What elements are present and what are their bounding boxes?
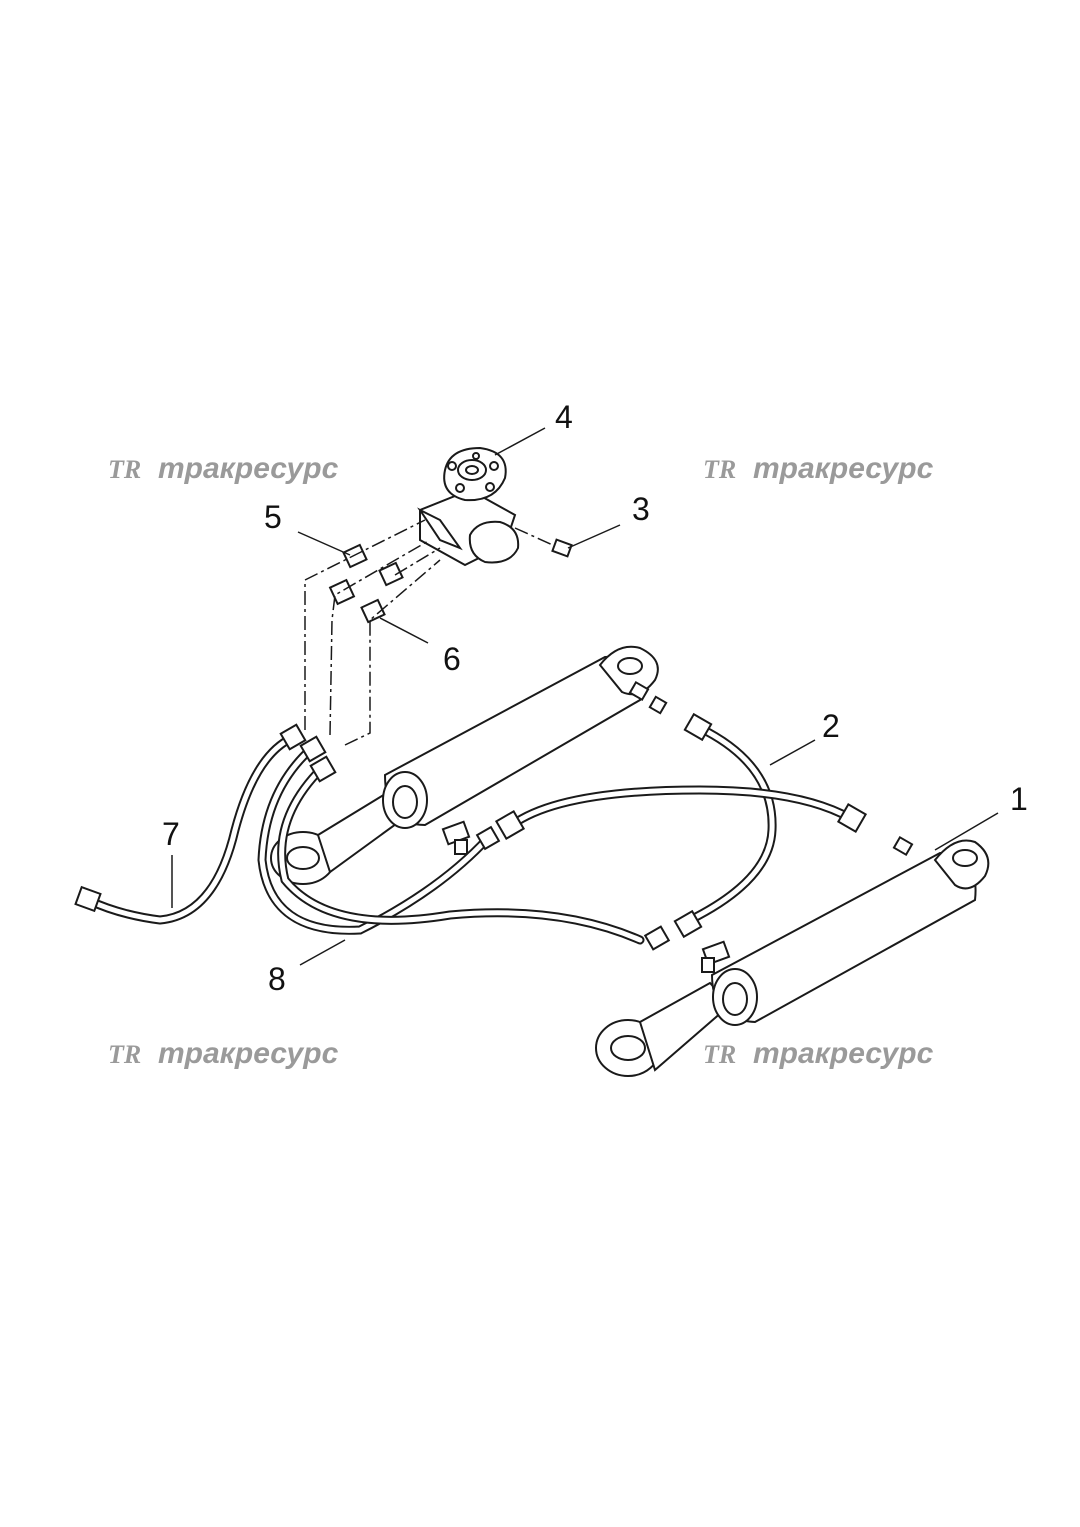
assembly-lines	[304, 519, 556, 746]
hose-nut	[309, 755, 337, 783]
hoses	[83, 723, 855, 945]
hose-nut	[74, 885, 102, 913]
callout-1: 1	[1010, 781, 1028, 817]
leader-2	[769, 739, 816, 766]
callout-2: 2	[822, 708, 840, 744]
watermark-logo: TR	[108, 1040, 141, 1069]
callout-6: 6	[443, 641, 461, 677]
right-hydraulic-cylinder	[595, 835, 990, 1077]
callout-7: 7	[162, 816, 180, 852]
watermark-logo: TR	[703, 1040, 736, 1069]
watermark-top-right: TR тракресурс	[703, 452, 934, 485]
callouts: 1 2 3 4 5 6 7 8	[162, 399, 1028, 997]
port-fitting	[628, 680, 650, 702]
leader-6	[379, 617, 429, 644]
left-hydraulic-cylinder	[270, 645, 668, 885]
hose-2	[685, 723, 777, 925]
callout-3: 3	[632, 491, 650, 527]
port-fitting	[892, 835, 914, 857]
leader-8	[299, 939, 346, 966]
adapter-6	[360, 598, 386, 624]
hose-nut	[475, 825, 501, 851]
hose-nut	[673, 909, 703, 939]
watermark-text: тракресурс	[158, 1037, 339, 1070]
watermark-bottom-right: TR тракресурс	[703, 1037, 934, 1070]
leader-5	[297, 531, 351, 556]
watermark-logo: TR	[703, 455, 736, 484]
hose-fittings	[74, 712, 868, 951]
callout-8: 8	[268, 961, 286, 997]
leader-4	[494, 427, 546, 456]
port-fitting	[648, 695, 668, 715]
watermark-text: тракресурс	[753, 452, 934, 485]
adapter-5	[342, 543, 368, 569]
hose-nut	[494, 809, 526, 841]
callout-4: 4	[555, 399, 573, 435]
leader-3	[567, 524, 621, 549]
hose-nut	[279, 723, 307, 751]
watermark-top-left: TR тракресурс	[108, 452, 339, 485]
watermark-text: тракресурс	[158, 452, 339, 485]
adapter	[328, 578, 356, 606]
elbow-fitting	[643, 925, 671, 951]
steering-control-unit	[417, 446, 520, 567]
hose-nut	[836, 802, 868, 834]
callout-5: 5	[264, 499, 282, 535]
adapter	[378, 561, 404, 587]
tee-fitting-stem	[454, 839, 468, 855]
hose-cross	[507, 785, 855, 830]
watermark-bottom-left: TR тракресурс	[108, 1037, 339, 1070]
adapter-fittings	[328, 538, 573, 624]
tee-fitting-stem	[701, 957, 715, 973]
valve-housing	[468, 520, 520, 564]
leader-1	[934, 812, 999, 851]
leader-lines	[171, 427, 999, 966]
watermark-text: тракресурс	[753, 1037, 934, 1070]
watermark-logo: TR	[108, 455, 141, 484]
hose-nut	[683, 712, 713, 742]
hose-nut	[299, 735, 327, 763]
